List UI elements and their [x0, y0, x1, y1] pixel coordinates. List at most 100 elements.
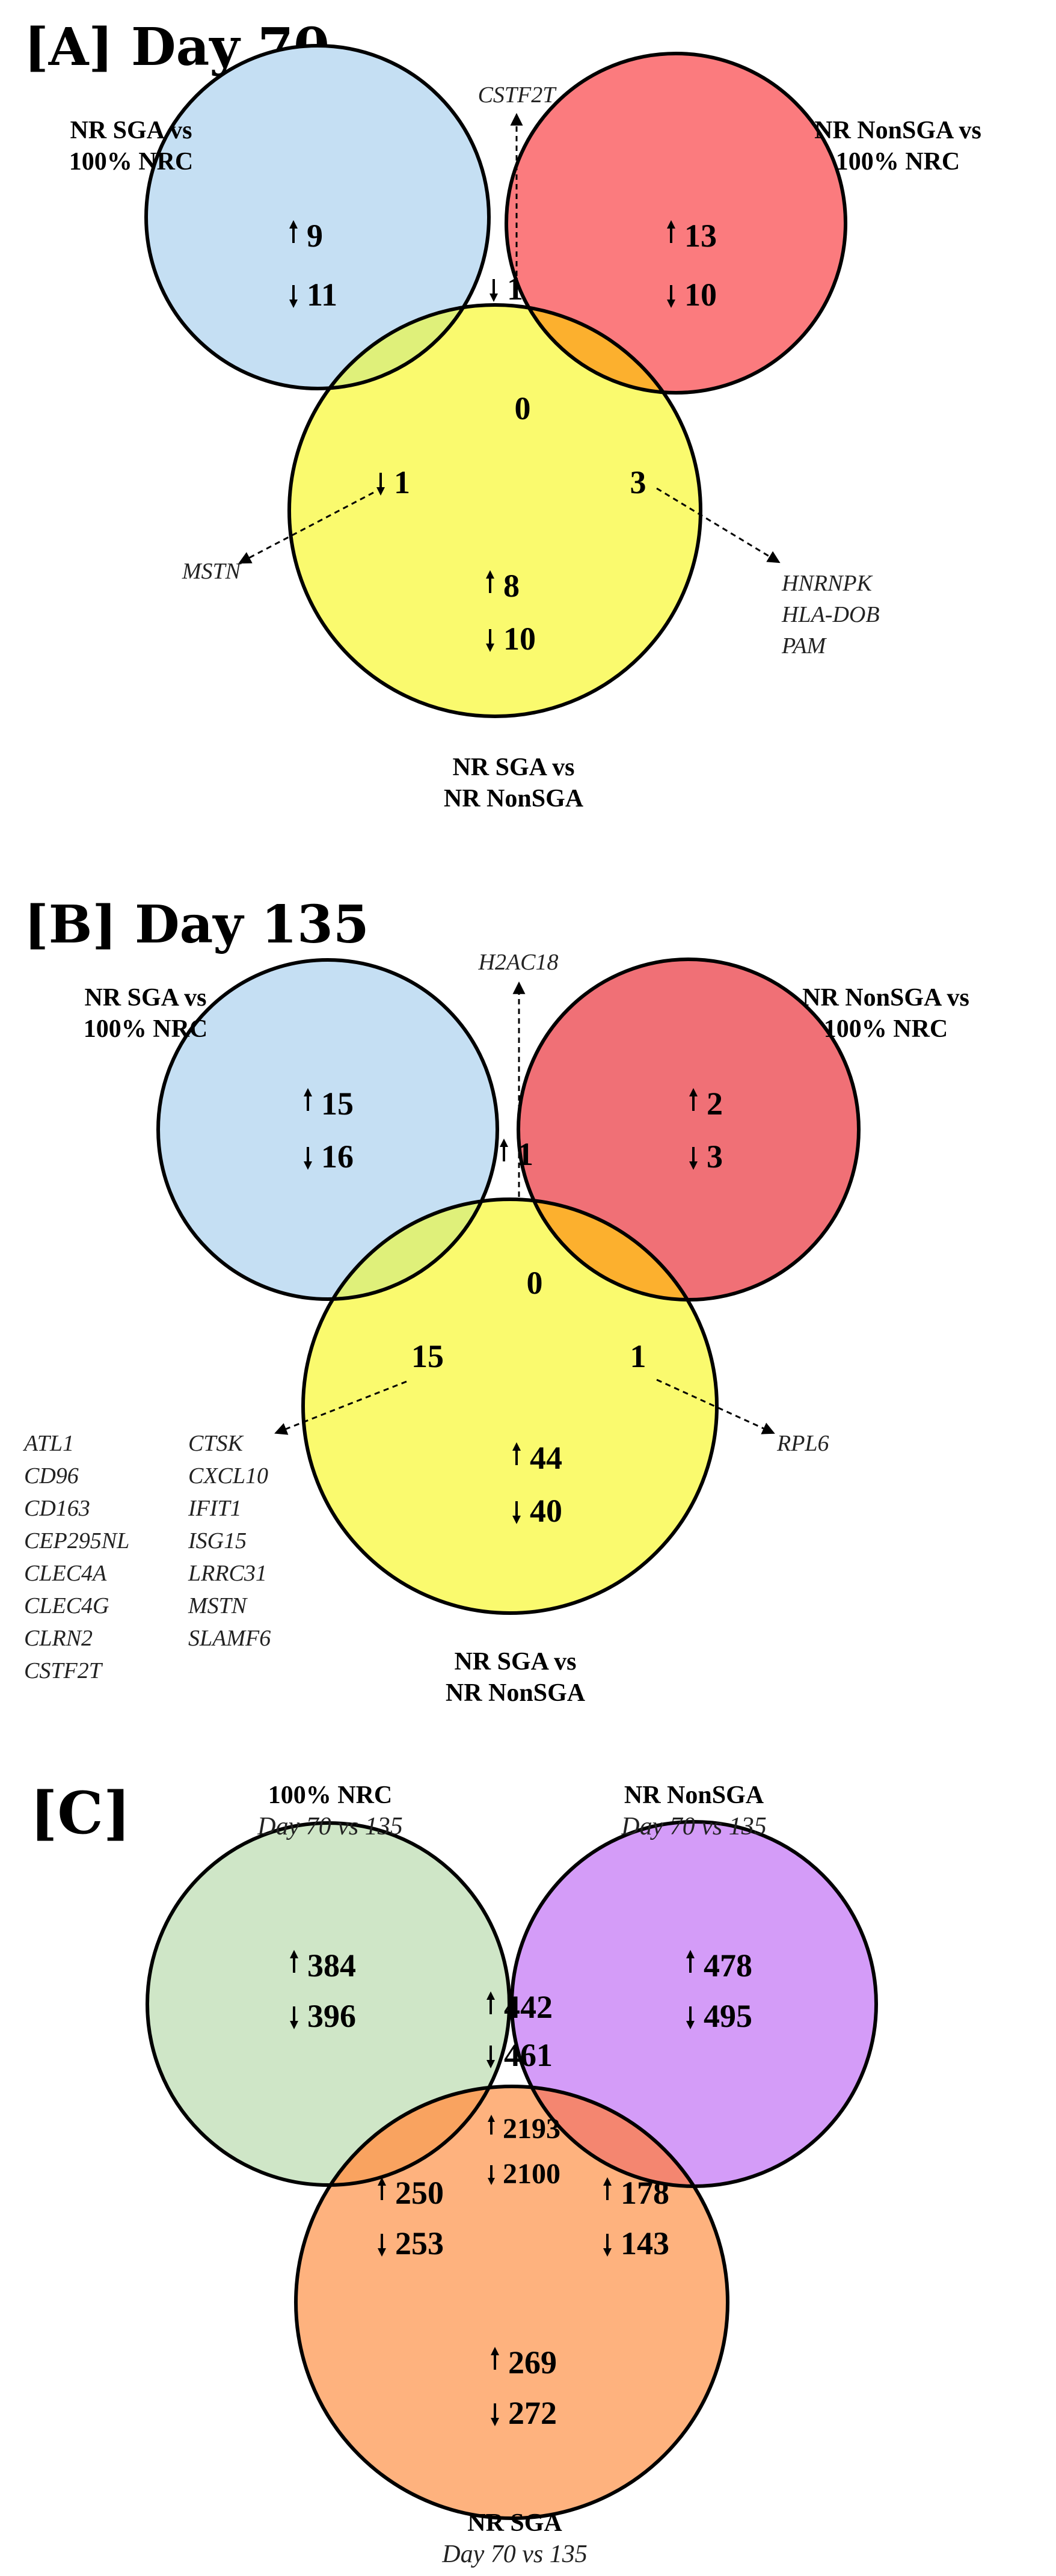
panel-c-label-left-2: Day 70 vs 135: [257, 1813, 402, 1840]
panel-a-circle-bottom: [289, 305, 701, 716]
svg-text:10: 10: [503, 621, 536, 657]
svg-text:2: 2: [707, 1086, 723, 1122]
svg-text:250: 250: [395, 2175, 444, 2211]
up-arrow-icon: [289, 220, 298, 243]
svg-text:8: 8: [503, 568, 520, 604]
up-arrow-icon: [491, 2347, 499, 2370]
panel-a-gene-ab: CSTF2T: [478, 82, 557, 108]
panel-b-venn-outlines: [156, 958, 861, 1615]
svg-text:178: 178: [621, 2175, 669, 2211]
svg-text:CD163: CD163: [24, 1496, 90, 1521]
svg-text:396: 396: [307, 1998, 356, 2034]
down-arrow-icon: [487, 2046, 495, 2068]
svg-text:16: 16: [321, 1139, 354, 1175]
up-arrow-icon: [378, 2177, 386, 2200]
svg-text:MSTN: MSTN: [188, 1593, 248, 1618]
up-arrow-icon: [487, 1991, 495, 2014]
up-arrow-icon: [686, 1950, 695, 1973]
panel-b-label-left-2: 100% NRC: [84, 1015, 208, 1043]
region-count: 0: [527, 1265, 543, 1301]
up-arrow-icon: [667, 220, 675, 243]
down-arrow-icon: [512, 1501, 521, 1524]
panel-a-gene-bc-1: HNRNPK: [781, 571, 873, 596]
panel-a-label-bottom-2: NR NonSGA: [444, 785, 584, 813]
panel-b-circle-bottom: [303, 1199, 717, 1613]
panel-b-gene-list-ac-col1: ATL1 CD96 CD163 CEP295NL CLEC4A CLEC4G C…: [22, 1431, 129, 1683]
region-count: 250 253: [378, 2175, 444, 2261]
panel-c-label-right-1: NR NonSGA: [624, 1781, 764, 1809]
svg-text:1: 1: [507, 271, 523, 307]
svg-text:LRRC31: LRRC31: [188, 1561, 267, 1586]
panel-b-label-bottom-2: NR NonSGA: [446, 1679, 586, 1707]
svg-text:2193: 2193: [503, 2113, 560, 2145]
up-arrow-icon: [304, 1088, 312, 1111]
panel-b-circle-left: [158, 960, 497, 1299]
down-arrow-icon: [378, 2234, 386, 2257]
svg-text:143: 143: [621, 2225, 669, 2261]
panel-a-venn-fills: [146, 46, 846, 716]
panel-a-venn-outlines: [144, 44, 847, 718]
region-count: 2193 2100: [488, 2113, 560, 2190]
svg-text:CLEC4A: CLEC4A: [24, 1561, 107, 1586]
down-arrow-icon: [488, 2165, 495, 2185]
up-arrow-icon: [512, 1442, 521, 1465]
svg-text:ISG15: ISG15: [188, 1528, 247, 1554]
region-count: 442 461: [487, 1989, 553, 2073]
svg-text:461: 461: [504, 2037, 553, 2073]
up-arrow-icon: [488, 2115, 495, 2135]
svg-text:495: 495: [704, 1998, 752, 2034]
panel-a-label-right-1: NR NonSGA vs: [814, 117, 981, 144]
region-count: 1: [500, 1136, 533, 1172]
up-arrow-icon: [290, 1950, 298, 1973]
svg-text:CTSK: CTSK: [188, 1431, 244, 1456]
down-arrow-icon: [603, 2234, 612, 2257]
region-count: 9 11: [289, 218, 337, 313]
down-arrow-icon: [686, 2006, 695, 2029]
panel-c-label-left-1: 100% NRC: [268, 1781, 393, 1809]
svg-text:SLAMF6: SLAMF6: [188, 1626, 271, 1651]
panel-b-leader-lines: [274, 981, 775, 1435]
panel-b-circle-right: [518, 959, 859, 1300]
panel-c-title: [C]: [30, 1779, 130, 1847]
panel-b-gene-list-ac-col2: CTSK CXCL10 IFIT1 ISG15 LRRC31 MSTN SLAM…: [188, 1431, 271, 1651]
up-arrow-icon: [500, 1139, 508, 1161]
region-count: 13 10: [667, 218, 717, 313]
panel-a-circle-right: [506, 54, 846, 393]
svg-text:442: 442: [504, 1989, 553, 2025]
region-count: 1: [376, 464, 410, 500]
svg-text:CLRN2: CLRN2: [24, 1626, 93, 1651]
panel-a-leader-lines: [238, 112, 781, 564]
region-count: 1: [490, 271, 523, 307]
region-count: 384 396: [290, 1947, 356, 2034]
svg-text:10: 10: [684, 277, 717, 313]
svg-text:CD96: CD96: [24, 1463, 79, 1489]
svg-text:1: 1: [394, 464, 410, 500]
svg-text:13: 13: [684, 218, 717, 254]
panel-b-gene-ab: H2AC18: [478, 950, 559, 975]
down-arrow-icon: [290, 2006, 298, 2029]
panel-a-label-left-2: 100% NRC: [69, 148, 194, 176]
svg-text:384: 384: [307, 1947, 356, 1984]
svg-text:CLEC4G: CLEC4G: [24, 1593, 109, 1618]
svg-text:CXCL10: CXCL10: [188, 1463, 268, 1489]
svg-text:CSTF2T: CSTF2T: [24, 1658, 103, 1683]
region-count: 478 495: [686, 1947, 752, 2034]
down-arrow-icon: [490, 279, 498, 302]
panel-c-circle-right: [512, 1822, 876, 2186]
panel-c-circle-bottom: [296, 2086, 728, 2518]
down-arrow-icon: [491, 2403, 499, 2426]
panel-b-title: [B] Day 135: [24, 894, 369, 955]
down-arrow-icon: [376, 473, 385, 496]
panel-b-label-left-1: NR SGA vs: [84, 984, 206, 1012]
down-arrow-icon: [689, 1147, 698, 1170]
panel-c-circle-left: [147, 1823, 509, 2185]
panel-b-gene-bc: RPL6: [776, 1431, 829, 1456]
panel-a-label-right-2: 100% NRC: [836, 148, 960, 176]
region-count: 3: [630, 464, 646, 500]
region-count: 2 3: [689, 1086, 723, 1175]
region-count: 1: [630, 1338, 646, 1374]
region-count: 15 16: [304, 1086, 354, 1175]
down-arrow-icon: [667, 285, 675, 308]
down-arrow-icon: [289, 285, 298, 308]
